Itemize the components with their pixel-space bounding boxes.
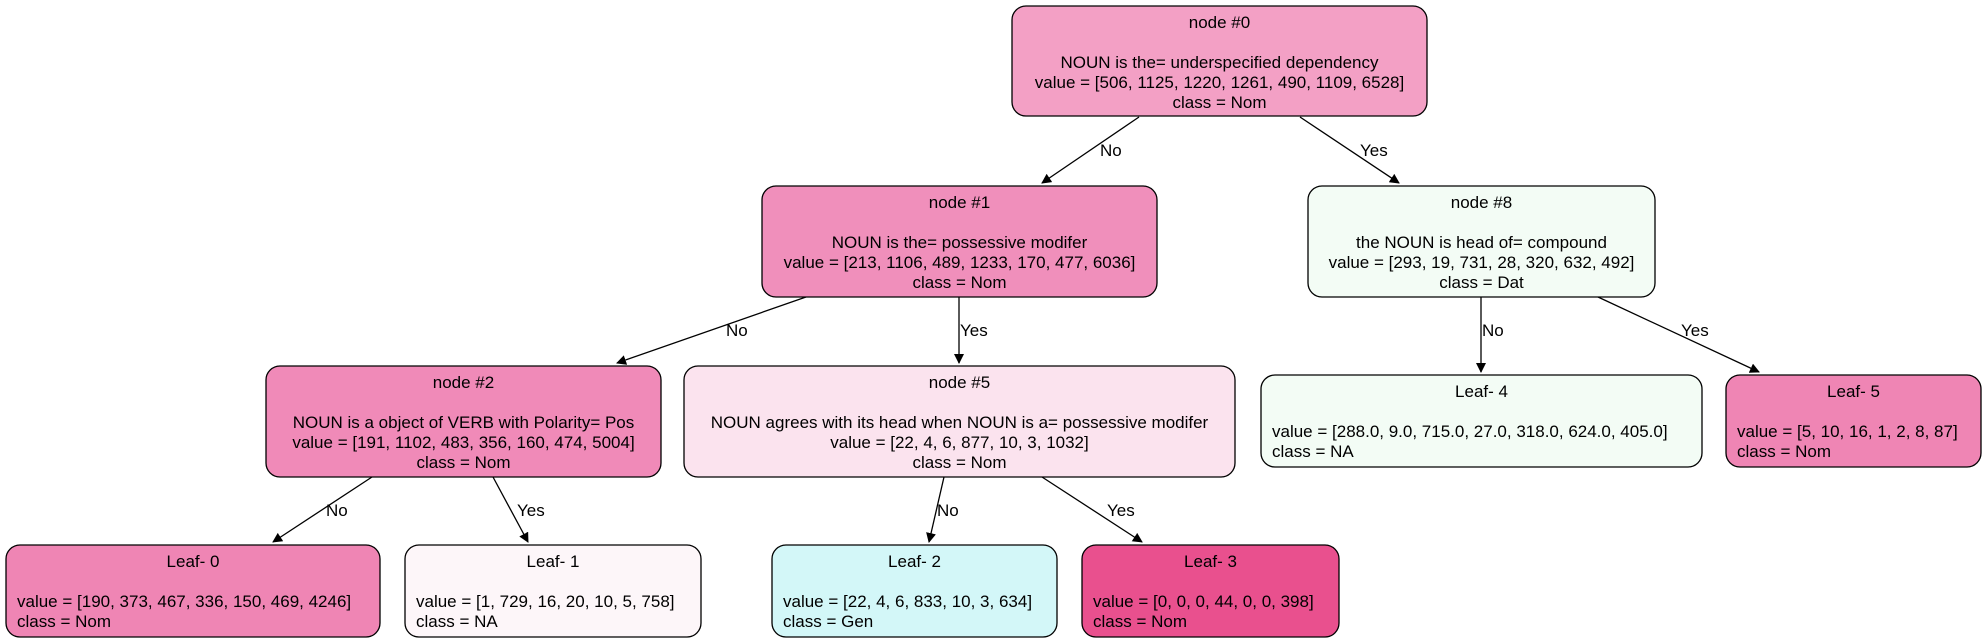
node-class: class = Gen [783,612,873,631]
node-title: node #2 [433,373,494,392]
split-node-n5: node #5 NOUN agrees with its head when NO… [683,365,1236,478]
node-title: node #0 [1189,13,1250,32]
node-condition: NOUN agrees with its head when NOUN is a… [711,413,1209,432]
split-node-n2: node #2 NOUN is a object of VERB with Pol… [265,365,662,478]
node-class: class = NA [1272,442,1354,461]
split-node-n0: node #0 NOUN is the= underspecified depen… [1011,5,1428,117]
node-class: class = Nom [417,453,511,472]
node-title: Leaf- 4 [1455,382,1508,401]
edge-label-no: No [726,321,748,340]
leaf-node-l5: Leaf- 5 value = [5, 10, 16, 1, 2, 8, 87]c… [1725,374,1982,468]
edge-n1-to-n5: Yes [954,297,988,364]
node-value: value = [213, 1106, 489, 1233, 170, 477,… [784,253,1136,272]
node-value: value = [506, 1125, 1220, 1261, 490, 110… [1035,73,1404,92]
node-box [683,365,1236,478]
node-box [5,544,381,638]
split-node-n8: node #8 the NOUN is head of= compoundvalu… [1307,185,1656,298]
split-node-n1: node #1 NOUN is the= possessive modiferva… [761,185,1158,298]
node-value: value = [1, 729, 16, 20, 10, 5, 758] [416,592,675,611]
node-class: class = Nom [1173,93,1267,112]
edge-arrow [1041,116,1140,184]
edge-label-no: No [1482,321,1504,340]
node-condition: the NOUN is head of= compound [1356,233,1607,252]
edge-n8-to-l4: No [1476,297,1504,373]
node-title: node #5 [929,373,990,392]
leaf-node-l2: Leaf- 2 value = [22, 4, 6, 833, 10, 3, 63… [771,544,1058,638]
nodes-layer: node #0 NOUN is the= underspecified depen… [5,5,1982,638]
node-value: value = [22, 4, 6, 877, 10, 3, 1032] [830,433,1089,452]
edge-label-no: No [326,501,348,520]
edge-arrow [1299,116,1400,184]
edge-label-yes: Yes [960,321,988,340]
node-box [404,544,702,638]
edge-arrow [616,296,807,365]
edge-arrow [1041,476,1143,543]
node-value: value = [190, 373, 467, 336, 150, 469, 4… [17,592,351,611]
node-class: class = Nom [913,273,1007,292]
node-condition: NOUN is the= underspecified dependency [1061,53,1379,72]
node-class: class = Nom [1093,612,1187,631]
edge-n2-to-l1: Yes [492,476,545,543]
edge-label-yes: Yes [1681,321,1709,340]
leaf-node-l1: Leaf- 1 value = [1, 729, 16, 20, 10, 5, 7… [404,544,702,638]
node-value: value = [293, 19, 731, 28, 320, 632, 492… [1329,253,1635,272]
edge-n0-to-n8: Yes [1299,116,1400,184]
node-value: value = [22, 4, 6, 833, 10, 3, 634] [783,592,1032,611]
edge-n8-to-l5: Yes [1597,296,1760,373]
edge-n5-to-l3: Yes [1041,476,1143,543]
node-box [1725,374,1982,468]
node-value: value = [288.0, 9.0, 715.0, 27.0, 318.0,… [1272,422,1668,441]
node-value: value = [0, 0, 0, 44, 0, 0, 398] [1093,592,1314,611]
node-title: Leaf- 3 [1184,552,1237,571]
node-class: class = Nom [1737,442,1831,461]
edge-n1-to-n2: No [616,296,807,365]
node-box [1307,185,1656,298]
edge-arrow [1597,296,1760,373]
edge-n5-to-l2: No [926,476,959,543]
edge-arrow [926,476,945,543]
node-class: class = Nom [17,612,111,631]
node-condition: NOUN is a object of VERB with Polarity= … [293,413,635,432]
node-value: value = [5, 10, 16, 1, 2, 8, 87] [1737,422,1958,441]
node-title: Leaf- 1 [527,552,580,571]
edge-n0-to-n1: No [1041,116,1140,184]
leaf-node-l4: Leaf- 4 value = [288.0, 9.0, 715.0, 27.0,… [1260,374,1703,468]
edge-n2-to-l0: No [272,476,373,543]
node-box [771,544,1058,638]
node-box [1011,5,1428,117]
node-box [761,185,1158,298]
node-title: node #8 [1451,193,1512,212]
edge-arrow [492,476,529,543]
node-box [1081,544,1340,638]
node-title: node #1 [929,193,990,212]
node-title: Leaf- 0 [167,552,220,571]
edge-label-no: No [1100,141,1122,160]
edge-arrow [272,476,373,543]
node-box [1260,374,1703,468]
leaf-node-l3: Leaf- 3 value = [0, 0, 0, 44, 0, 0, 398]c… [1081,544,1340,638]
node-class: class = NA [416,612,498,631]
node-class: class = Nom [913,453,1007,472]
edge-label-yes: Yes [517,501,545,520]
node-value: value = [191, 1102, 483, 356, 160, 474, … [292,433,634,452]
node-box [265,365,662,478]
node-title: Leaf- 2 [888,552,941,571]
edge-label-yes: Yes [1107,501,1135,520]
node-class: class = Dat [1439,273,1524,292]
edge-label-yes: Yes [1360,141,1388,160]
edge-label-no: No [937,501,959,520]
leaf-node-l0: Leaf- 0 value = [190, 373, 467, 336, 150,… [5,544,381,638]
node-title: Leaf- 5 [1827,382,1880,401]
node-condition: NOUN is the= possessive modifer [832,233,1088,252]
